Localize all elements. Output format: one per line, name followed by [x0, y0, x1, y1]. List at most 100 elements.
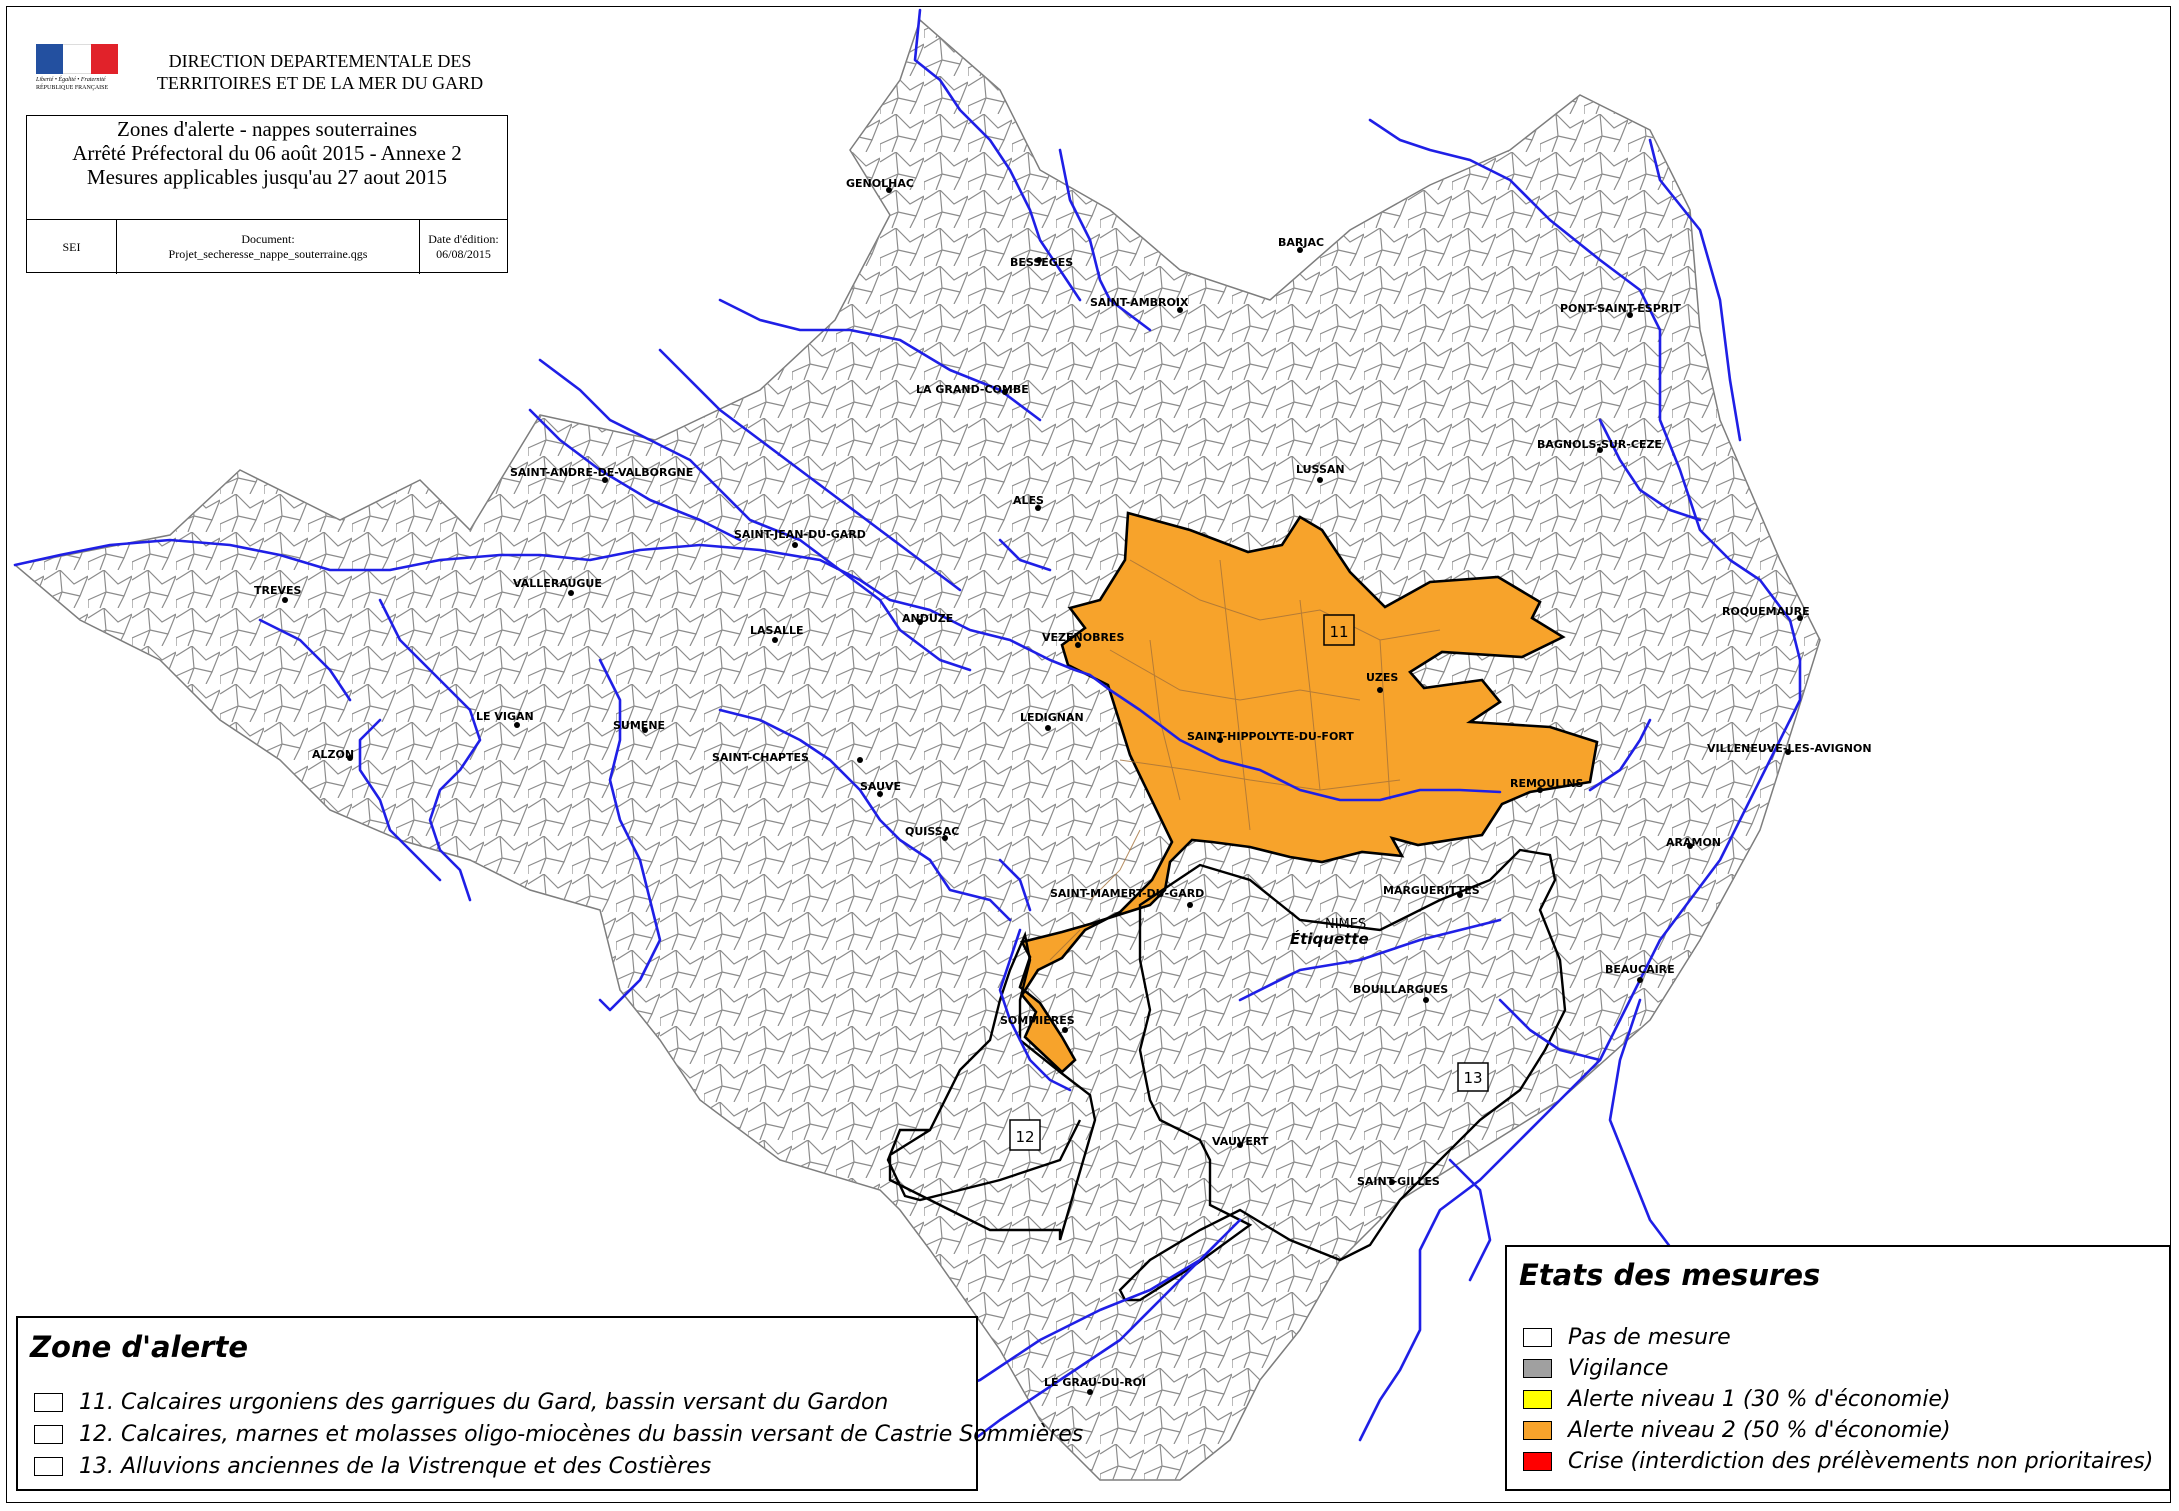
town-label: LA GRAND-COMBE	[916, 383, 1029, 396]
town-label: TREVES	[254, 584, 302, 597]
zone-swatch	[34, 1392, 63, 1412]
title-line-2: Arrêté Préfectoral du 06 août 2015 - Ann…	[72, 141, 462, 165]
document-name: Projet_secheresse_nappe_souterraine.qgs	[168, 247, 368, 261]
town-label: SAINT-GILLES	[1357, 1175, 1440, 1188]
map-frame	[6, 6, 2171, 1503]
town-label: GENOLHAC	[846, 177, 914, 190]
date-label: Date d'édition:	[428, 232, 499, 246]
town-label: VILLENEUVE-LES-AVIGNON	[1707, 742, 1872, 755]
measures-legend-item: Crise (interdiction des prélèvements non…	[1523, 1447, 2153, 1475]
town-label: MARGUERITTES	[1383, 884, 1480, 897]
measure-swatch	[1523, 1358, 1552, 1378]
measure-swatch	[1523, 1389, 1552, 1409]
town-label: LUSSAN	[1296, 463, 1345, 476]
zone-legend-item: 11. Calcaires urgoniens des garrigues du…	[34, 1388, 888, 1416]
town-label: SAINT-MAMERT-DU-GARD	[1050, 887, 1204, 900]
department-line-2: TERRITOIRES ET DE LA MER DU GARD	[156, 73, 484, 93]
town-label: REMOULINS	[1510, 777, 1584, 790]
zone-swatch	[34, 1424, 63, 1444]
measure-swatch	[1523, 1420, 1552, 1440]
town-label: ROQUEMAURE	[1722, 605, 1810, 618]
town-label: ARAMON	[1666, 836, 1721, 849]
town-label: BOUILLARGUES	[1353, 983, 1448, 996]
service-cell: SEI	[27, 220, 117, 274]
measure-label: Vigilance	[1568, 1355, 1669, 1381]
measures-legend-title: Etats des mesures	[1519, 1258, 1821, 1292]
zone-12-badge: 12	[1015, 1128, 1034, 1146]
department-line-1: DIRECTION DEPARTEMENTALE DES	[168, 51, 472, 71]
zone-legend-item: 13. Alluvions anciennes de la Vistrenque…	[34, 1452, 711, 1480]
measures-legend-item: Alerte niveau 2 (50 % d'économie)	[1523, 1416, 1951, 1444]
placeholder-label: Étiquette	[1290, 929, 1369, 948]
town-label: BARJAC	[1278, 236, 1324, 249]
zone-legend-label: 11. Calcaires urgoniens des garrigues du…	[79, 1389, 889, 1415]
zone-legend: Zone d'alerte 11. Calcaires urgoniens de…	[16, 1316, 1083, 1491]
flag-white-band	[63, 44, 91, 74]
town-label: VAUVERT	[1212, 1135, 1269, 1148]
zone-legend-label: 13. Alluvions anciennes de la Vistrenque…	[79, 1453, 712, 1479]
measure-swatch	[1523, 1451, 1552, 1471]
title-info-row: SEI Document: Projet_secheresse_nappe_so…	[27, 219, 507, 274]
flag-red-band	[91, 44, 118, 74]
town-label: BESSEGES	[1010, 256, 1073, 269]
town-label: BEAUCAIRE	[1605, 963, 1675, 976]
town-label: VEZENOBRES	[1042, 631, 1124, 644]
logo-republic: RÉPUBLIQUE FRANÇAISE	[36, 85, 109, 91]
zone-legend-label: 12. Calcaires, marnes et molasses oligo-…	[79, 1421, 1084, 1447]
town-label: SAINT-CHAPTES	[712, 751, 809, 764]
title-line-1: Zones d'alerte - nappes souterraines	[117, 117, 417, 141]
document-label: Document:	[241, 232, 295, 246]
town-label: QUISSAC	[905, 825, 959, 838]
zone-legend-title: Zone d'alerte	[30, 1330, 249, 1364]
town-label: SAINT-ANDRE-DE-VALBORGNE	[510, 466, 693, 479]
flag-blue-band	[36, 44, 63, 74]
zone-legend-item: 12. Calcaires, marnes et molasses oligo-…	[34, 1420, 1083, 1448]
logo-motto: Liberté • Égalité • Fraternité	[36, 77, 106, 83]
department-name: DIRECTION DEPARTEMENTALE DES TERRITOIRES…	[140, 50, 500, 94]
town-label: ALES	[1013, 494, 1044, 507]
town-label: SAUVE	[860, 780, 901, 793]
title-block: Zones d'alerte - nappes souterraines Arr…	[26, 115, 508, 274]
document-cell: Document: Projet_secheresse_nappe_souter…	[117, 220, 420, 274]
zone-swatch	[34, 1456, 63, 1476]
town-label: LE VIGAN	[476, 710, 534, 723]
measure-label: Crise (interdiction des prélèvements non…	[1568, 1448, 2154, 1474]
measures-legend-item: Pas de mesure	[1523, 1323, 1731, 1351]
service-name: SEI	[62, 239, 81, 254]
town-label: VALLERAUGUE	[513, 577, 602, 590]
measures-legend-item: Vigilance	[1523, 1354, 1668, 1382]
measures-legend: Etats des mesures Pas de mesure Vigilanc…	[1505, 1245, 2171, 1491]
town-label: PONT-SAINT-ESPRIT	[1560, 302, 1681, 315]
republic-logo: Liberté • Égalité • Fraternité RÉPUBLIQU…	[36, 44, 118, 94]
zone-11-badge: 11	[1329, 623, 1348, 641]
town-label: NIMES	[1325, 917, 1366, 932]
measure-swatch	[1523, 1327, 1552, 1347]
zone-13-badge: 13	[1463, 1069, 1482, 1087]
town-label: ANDUZE	[902, 612, 953, 625]
measures-legend-item: Alerte niveau 1 (30 % d'économie)	[1523, 1385, 1951, 1413]
zone-badges: 11 12 13	[1009, 614, 1489, 1151]
river-network	[13, 8, 1802, 1452]
title-text: Zones d'alerte - nappes souterraines Arr…	[27, 116, 507, 219]
town-label: BAGNOLS-SUR-CEZE	[1537, 438, 1662, 451]
title-line-3: Mesures applicables jusqu'au 27 aout 201…	[86, 165, 448, 189]
town-label: SAINT-JEAN-DU-GARD	[734, 528, 866, 541]
town-label: SAINT-AMBROIX	[1090, 296, 1189, 309]
town-markers	[282, 187, 1803, 1395]
date-cell: Date d'édition: 06/08/2015	[420, 220, 507, 274]
town-label: ALZON	[312, 748, 354, 761]
town-label: LASALLE	[750, 624, 804, 637]
town-label: SAINT-HIPPOLYTE-DU-FORT	[1187, 730, 1354, 743]
town-label: SUMENE	[613, 719, 665, 732]
measure-label: Alerte niveau 2 (50 % d'économie)	[1568, 1417, 1951, 1443]
date-value: 06/08/2015	[436, 247, 491, 261]
town-label: LEDIGNAN	[1020, 711, 1084, 724]
measure-label: Pas de mesure	[1568, 1324, 1731, 1350]
zone-13-outline[interactable]	[1118, 848, 1567, 1302]
measure-label: Alerte niveau 1 (30 % d'économie)	[1568, 1386, 1951, 1412]
town-label: UZES	[1366, 671, 1398, 684]
town-label: LE GRAU-DU-ROI	[1044, 1376, 1146, 1389]
town-labels: GENOLHAC BESSEGES SAINT-AMBROIX BARJAC P…	[254, 177, 1872, 1389]
town-label: SOMMIERES	[1000, 1014, 1075, 1027]
